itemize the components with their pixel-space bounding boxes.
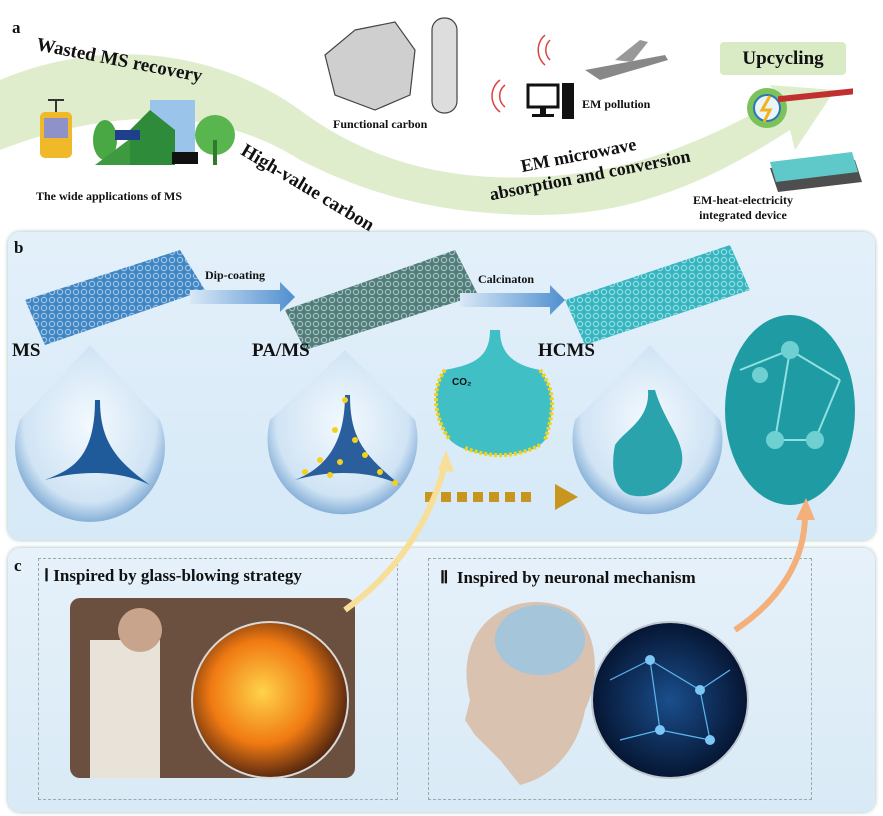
hcms-foam (565, 245, 750, 345)
neuronal-title: Ⅱ Inspired by neuronal mechanism (440, 568, 696, 588)
hcms-bubble (572, 345, 723, 515)
calcination-label: Calcinaton (478, 272, 535, 286)
glass-blowing-title-text: Inspired by glass-blowing strategy (53, 566, 302, 585)
applications-label: The wide applications of MS (36, 189, 183, 203)
pams-foam (285, 250, 478, 350)
device-label-2: integrated device (699, 208, 787, 222)
functional-carbon-icon (324, 17, 458, 114)
roman-numeral-one: Ⅰ (44, 566, 50, 585)
glass-blowing-title: Ⅰ Inspired by glass-blowing strategy (44, 566, 302, 586)
neuron-to-network-arrow (733, 514, 808, 633)
dip-coating-arrow (190, 282, 295, 312)
glass-to-co2-arrow (343, 464, 448, 613)
head-silhouette (465, 602, 595, 785)
neuronal-box (428, 558, 812, 800)
calcination-arrow (460, 285, 565, 315)
dashed-process-arrow (425, 484, 578, 510)
computer-icon (526, 83, 574, 119)
pams-bubble (267, 350, 418, 515)
ribbon-arrow (0, 17, 862, 215)
panel-label: b (14, 238, 24, 257)
panel-label: a (12, 18, 21, 37)
roman-numeral-two: Ⅱ (440, 568, 449, 587)
pams-label: PA/MS (252, 340, 310, 361)
functional-carbon-label: Functional carbon (333, 117, 428, 131)
co2-label: CO₂ (452, 377, 472, 388)
device-icon (770, 88, 862, 192)
co2-node (433, 330, 554, 458)
city-icon (93, 100, 235, 165)
ms-foam (25, 250, 205, 345)
em-wave-icon (491, 34, 551, 113)
device-label-1: EM-heat-electricity (693, 193, 793, 207)
upcycling-badge: Upcycling (720, 42, 846, 75)
em-pollution-label: EM pollution (582, 97, 651, 111)
panel-label: c (14, 556, 22, 575)
dip-coating-label: Dip-coating (205, 268, 265, 282)
hcms-label: HCMS (538, 340, 595, 361)
molten-glass-circle (191, 621, 349, 779)
train-icon (40, 99, 72, 158)
ms-bubble (15, 345, 165, 522)
airplane-icon (585, 40, 668, 80)
glass-blowing-box (38, 558, 398, 800)
neuronal-title-text: Inspired by neuronal mechanism (456, 568, 696, 587)
globe-icon (747, 88, 787, 128)
neuron-network-circle (725, 315, 855, 505)
neuron-photo-circle (591, 621, 749, 779)
ms-label: MS (12, 340, 41, 361)
panel-b-illustration (15, 245, 855, 522)
